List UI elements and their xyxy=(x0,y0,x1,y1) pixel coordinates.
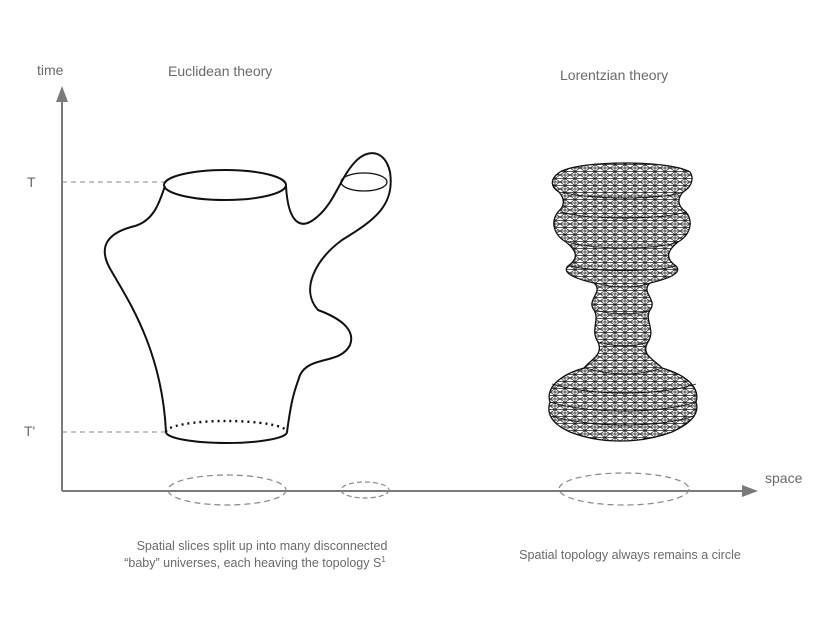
tick-label-T: T xyxy=(27,174,36,190)
lorentzian-mesh-surface xyxy=(548,162,698,442)
euclidean-title: Euclidean theory xyxy=(168,63,272,79)
time-axis-label: time xyxy=(37,62,64,78)
euclidean-caption-line2: “baby” universes, each heaving the topol… xyxy=(124,555,386,570)
lorentzian-spatial-slice xyxy=(558,472,690,506)
lorentzian-mesh-ridges xyxy=(549,191,697,426)
lorentzian-title: Lorentzian theory xyxy=(560,67,668,83)
euclidean-surface-outline xyxy=(103,152,392,433)
lorentzian-surface xyxy=(548,162,698,442)
time-axis-arrowhead xyxy=(56,86,68,102)
euclidean-caption-superscript: 1 xyxy=(381,555,386,564)
bottom-cross-section-back xyxy=(164,419,289,433)
lorentzian-caption: Spatial topology always remains a circle xyxy=(519,548,741,562)
top-cross-section-T xyxy=(163,169,287,201)
axes xyxy=(56,86,758,497)
tick-label-T-prime: T' xyxy=(24,423,35,439)
euclidean-surface xyxy=(103,152,392,444)
euclidean-caption-line1: Spatial slices split up into many discon… xyxy=(137,539,388,553)
euclidean-spatial-slice-large xyxy=(167,474,287,506)
space-axis-label: space xyxy=(765,470,803,486)
bottom-cross-section-front xyxy=(165,431,288,444)
euclidean-spatial-slice-small xyxy=(340,481,390,499)
space-axis-arrowhead xyxy=(742,485,758,497)
euclidean-caption-line2-main: “baby” universes, each heaving the topol… xyxy=(124,556,381,570)
baby-universe-cross-section-T xyxy=(340,172,388,192)
